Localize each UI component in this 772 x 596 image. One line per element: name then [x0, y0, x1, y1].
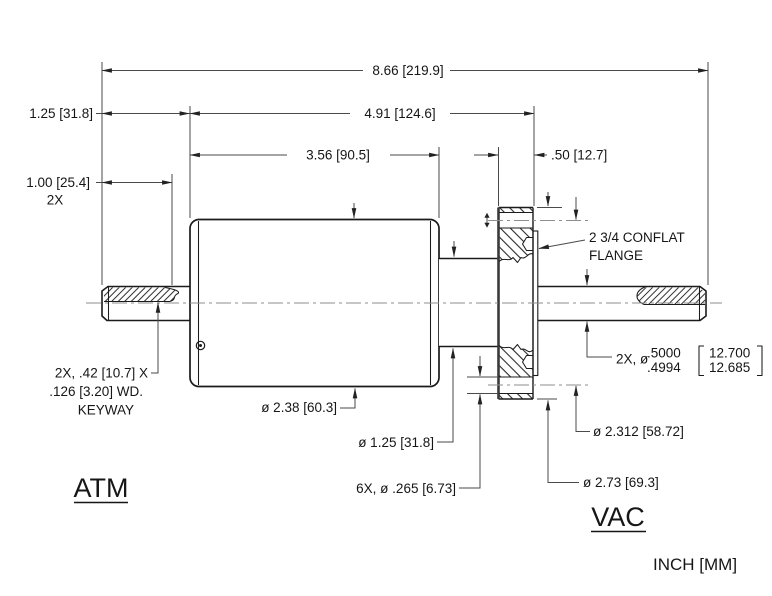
dim-text-atm-extension: 1.25 [31.8]: [29, 106, 93, 121]
dim-text-shaft-dia-prefix: 2X, ø: [616, 352, 648, 367]
dim-text-body-diameter: ø 2.38 [60.3]: [261, 400, 337, 415]
flange-label-line1: 2 3/4 CONFLAT: [589, 230, 685, 245]
leader-keyway-note: [151, 302, 161, 374]
atm-keyway-hatch: [104, 287, 179, 302]
dimension-lines: [96, 68, 763, 489]
dim-text-shaft-dia-inch-upper: .5000: [647, 346, 681, 361]
tolerance-bracket-right: [757, 345, 763, 377]
dim-neck-diameter: [437, 241, 457, 443]
dim-text-flange-thickness: .50 [12.7]: [551, 148, 607, 163]
set-screw-detail: [195, 340, 206, 351]
dim-text-neck-diameter: ø 1.25 [31.8]: [358, 435, 434, 450]
dim-text-overall-length: 8.66 [219.9]: [372, 63, 443, 78]
dim-text-bolt-holes: 6X, ø .265 [6.73]: [356, 481, 456, 496]
vac-side-label: VAC: [591, 502, 645, 532]
centerlines: [86, 219, 722, 386]
dim-text-shaft-dia-mm-lower: 12.685: [709, 360, 750, 375]
keyway-note-line1: 2X, .42 [10.7] X: [55, 366, 148, 381]
dim-text-keyway-length: 1.00 [25.4]: [26, 175, 90, 190]
keyway-note-line2: .126 [3.20] WD.: [49, 384, 143, 399]
dim-shaft-diameter: [584, 269, 763, 377]
keyway-note-line3: KEYWAY: [78, 403, 134, 418]
dim-text-flange-od: ø 2.73 [69.3]: [583, 475, 659, 490]
dim-text-keyway-qty: 2X: [47, 193, 64, 208]
dim-bolt-circle: [573, 197, 590, 432]
dim-bolt-holes: [459, 212, 490, 489]
dim-text-shaft-dia-inch-lower: .4994: [647, 360, 681, 375]
units-note: INCH [MM]: [653, 555, 737, 574]
atm-side-label: ATM: [74, 473, 129, 503]
dim-text-body-length: 3.56 [90.5]: [306, 148, 370, 163]
dim-flange-od: [545, 192, 579, 483]
tolerance-bracket-left: [698, 345, 704, 377]
dim-text-bolt-circle: ø 2.312 [58.72]: [593, 424, 684, 439]
vac-keyway-hatch: [636, 287, 705, 305]
dim-text-shaft-dia-mm-upper: 12.700: [709, 346, 750, 361]
dim-body-diameter: [340, 203, 358, 409]
flange-label-line2: FLANGE: [589, 248, 643, 263]
labels: 8.66 [219.9] 1.25 [31.8] 4.91 [124.6] 3.…: [26, 63, 750, 574]
dim-text-body-to-flange: 4.91 [124.6]: [364, 106, 435, 121]
leader-conflat-flange: [538, 239, 586, 249]
